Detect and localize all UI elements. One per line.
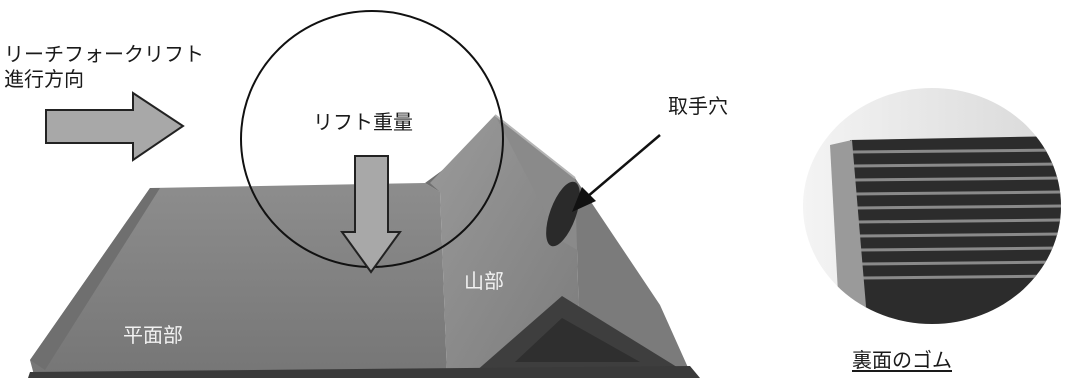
handle-hole-pointer-line xyxy=(586,134,661,198)
plate-base xyxy=(28,366,700,378)
lift-weight-label: リフト重量 xyxy=(313,110,413,134)
direction-label-line1: リーチフォークリフト xyxy=(4,42,204,66)
peak-hollow-inner xyxy=(515,318,640,362)
direction-label-line2: 進行方向 xyxy=(4,67,84,91)
rubber-photo xyxy=(803,88,1061,324)
rubber-back-label: 裏面のゴム xyxy=(852,348,952,372)
direction-arrow xyxy=(45,91,185,162)
handle-hole-shape xyxy=(546,181,580,247)
peak-ridge xyxy=(494,114,576,179)
handle-hole-label: 取手穴 xyxy=(668,94,728,118)
peak-part-label: 山部 xyxy=(464,269,504,293)
lift-weight-arrow xyxy=(340,155,402,274)
flat-part-label: 平面部 xyxy=(123,323,183,347)
plate-left-edge xyxy=(30,188,160,370)
handle-hole-pointer-head xyxy=(572,187,596,212)
